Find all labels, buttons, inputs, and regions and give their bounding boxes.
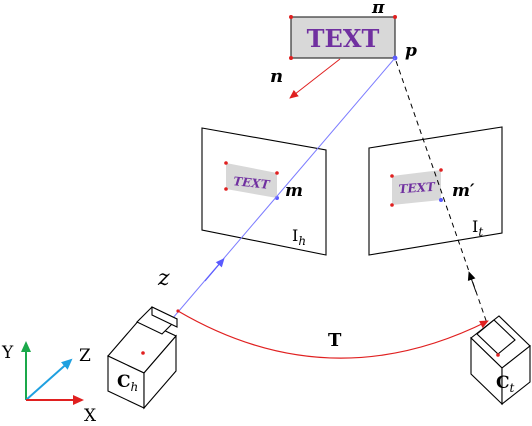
normal-label-n: n bbox=[270, 66, 283, 87]
right-image-corner-tr bbox=[439, 168, 443, 172]
world-plane-corner-bl bbox=[289, 56, 293, 60]
left-camera-center bbox=[141, 351, 145, 355]
right-image-plane: TEXT bbox=[368, 126, 503, 256]
right-image-corner-tl bbox=[390, 174, 394, 178]
world-plane: TEXT bbox=[289, 15, 398, 61]
left-point-label-m: m bbox=[285, 181, 303, 201]
right-image-corner-bl bbox=[390, 203, 394, 207]
right-image-name: It bbox=[472, 217, 483, 239]
right-camera-label: Ct bbox=[496, 373, 515, 395]
left-ray-arrow bbox=[204, 257, 225, 282]
point-label-p: p bbox=[405, 41, 417, 61]
transform-label-t: T bbox=[328, 330, 342, 351]
plane-label-pi: π bbox=[371, 0, 385, 18]
right-point-label-m-prime: m′ bbox=[452, 181, 475, 201]
world-plane-text: TEXT bbox=[307, 24, 380, 53]
left-ray-line bbox=[142, 57, 396, 354]
axis-z-arrow bbox=[25, 358, 73, 401]
axis-x-label: X bbox=[84, 406, 97, 426]
transform-arc bbox=[177, 310, 489, 359]
right-camera-center bbox=[496, 353, 500, 357]
left-image-text: TEXT bbox=[233, 174, 272, 192]
right-image-point-m-prime bbox=[439, 198, 443, 202]
right-image-text: TEXT bbox=[398, 180, 436, 197]
left-image-name: Ih bbox=[292, 226, 306, 248]
coordinate-axes bbox=[21, 341, 84, 405]
left-camera-label: Ch bbox=[117, 372, 138, 394]
depth-label-z: z bbox=[157, 266, 170, 291]
axis-y-label: Y bbox=[1, 343, 14, 363]
world-plane-corner-tl bbox=[289, 15, 293, 19]
left-image-corner-bl bbox=[224, 187, 228, 191]
left-camera bbox=[107, 306, 178, 410]
left-image-corner-tl bbox=[224, 161, 228, 165]
transform-arc-start bbox=[176, 309, 180, 313]
right-camera bbox=[470, 315, 531, 406]
right-ray-arrow bbox=[467, 271, 477, 293]
world-plane-corner-tr bbox=[393, 15, 397, 19]
left-image-corner-tr bbox=[275, 171, 279, 175]
right-ray-line bbox=[394, 57, 499, 356]
left-image-plane: TEXT bbox=[201, 127, 327, 256]
axis-z-label: Z bbox=[79, 346, 91, 366]
normal-vector-arrow bbox=[289, 58, 341, 99]
